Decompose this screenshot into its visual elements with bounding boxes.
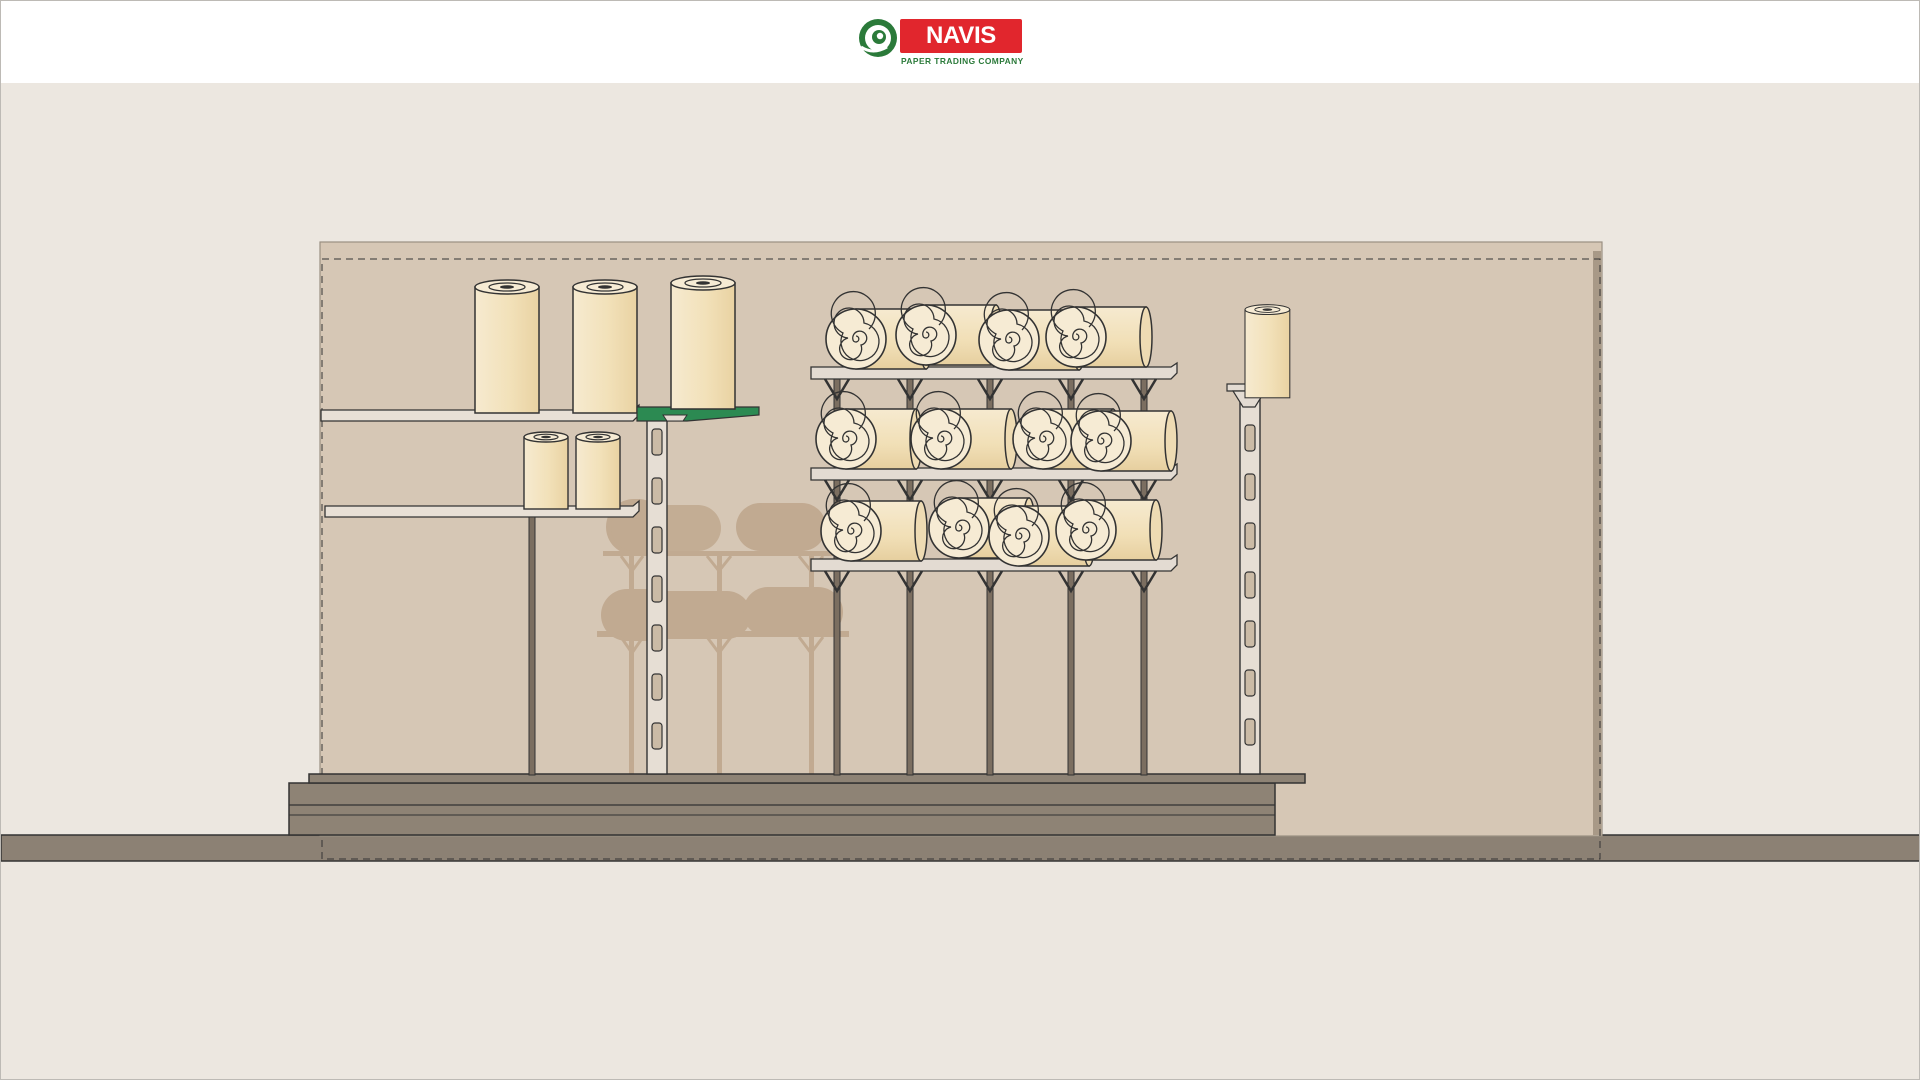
upright-paper-roll [1244,304,1291,399]
small-rolls-shelf [324,431,640,776]
floor-platform [288,773,1306,836]
floor-band [1,834,1919,862]
upright-paper-roll [670,275,736,410]
slotted-post [636,275,760,775]
company-logo: NAVIS SPEI PAPER TRADING COMPANY [857,17,1067,83]
single-roll-stand [1226,304,1291,775]
small-paper-roll [523,431,569,510]
brand-tagline: PAPER TRADING COMPANY [901,56,1024,66]
upright-paper-roll [474,279,540,414]
brand-name: NAVIS SPEI [900,19,1022,83]
upright-paper-roll [572,279,638,414]
horizontal-roll-rack [810,286,1178,776]
header-bar: NAVIS SPEI PAPER TRADING COMPANY [1,1,1919,83]
navis-spei-swirl-icon [859,19,897,57]
small-paper-roll [575,431,621,510]
